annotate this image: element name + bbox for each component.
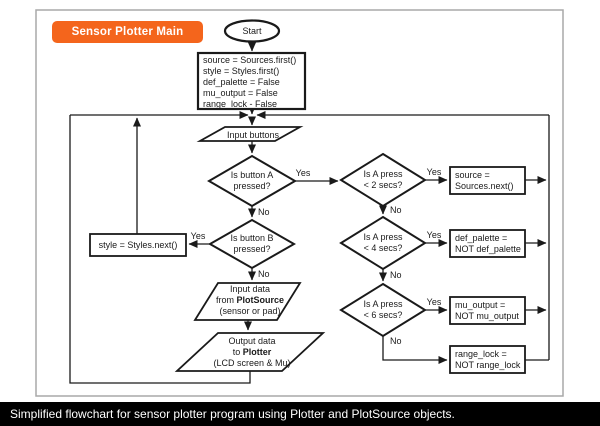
- box-source-next: [449, 166, 526, 195]
- init-line-5: range_lock - False: [203, 99, 277, 109]
- label-yes-press4: Yes: [427, 230, 442, 240]
- output-data-parallelogram: [174, 332, 326, 372]
- box-range-line-2: NOT range_lock: [455, 360, 521, 370]
- press4-line-1: Is A press: [363, 232, 403, 242]
- button-b-line-2: pressed?: [233, 244, 270, 254]
- connector-loopback: [69, 115, 251, 384]
- label-no-button-b: No: [258, 269, 270, 279]
- label-no-button-a: No: [258, 207, 270, 217]
- button-a-line-2: pressed?: [233, 181, 270, 191]
- input-data-line-2-bold: PlotSource: [237, 295, 285, 305]
- diagram-title-badge: Sensor Plotter Main: [52, 21, 203, 43]
- label-yes-button-b: Yes: [191, 231, 206, 241]
- label-no-press6: No: [390, 336, 402, 346]
- style-next-label: style = Styles.next(): [99, 240, 178, 250]
- caption-text: Simplified flowchart for sensor plotter …: [10, 407, 455, 421]
- box-mu-output: [449, 296, 526, 325]
- init-process-box: [196, 51, 307, 111]
- init-line-1: source = Sources.first(): [203, 55, 296, 65]
- press2-line-1: Is A press: [363, 169, 403, 179]
- box-mu-line-2: NOT mu_output: [455, 311, 519, 321]
- label-yes-press2: Yes: [427, 167, 442, 177]
- style-next-box: [89, 233, 187, 257]
- label-yes-press6: Yes: [427, 297, 442, 307]
- output-data-line-2-prefix: to: [233, 347, 243, 357]
- button-a-line-1: Is button A: [231, 170, 274, 180]
- input-data-line-3: (sensor or pad): [219, 306, 280, 316]
- decision-button-b-diamond: [207, 218, 297, 270]
- press2-line-2: < 2 secs?: [364, 180, 403, 190]
- box-range-lock: [449, 345, 526, 374]
- diagram-title-label: Sensor Plotter Main: [71, 26, 184, 38]
- box-range-line-1: range_lock =: [455, 349, 507, 359]
- decision-press6-diamond: [339, 282, 427, 338]
- start-terminator: [223, 19, 281, 43]
- input-buttons-label: Input buttons: [227, 130, 280, 140]
- init-line-4: mu_output = False: [203, 88, 278, 98]
- button-b-line-1: Is button B: [230, 233, 273, 243]
- input-data-parallelogram: [193, 282, 302, 321]
- label-yes-button-a: Yes: [296, 168, 311, 178]
- init-line-2: style = Styles.first(): [203, 66, 279, 76]
- output-data-line-1: Output data: [228, 336, 275, 346]
- init-line-3: def_palette = False: [203, 77, 280, 87]
- box-source-line-2: Sources.next(): [455, 181, 514, 191]
- label-no-press2: No: [390, 205, 402, 215]
- connector-press6-no-boxrange: [382, 336, 448, 364]
- output-data-line-3: (LCD screen & Mu): [213, 358, 290, 368]
- label-no-press4: No: [390, 270, 402, 280]
- start-label: Start: [242, 26, 262, 36]
- input-buttons-parallelogram: [196, 126, 304, 142]
- caption-bar: Simplified flowchart for sensor plotter …: [0, 402, 600, 426]
- box-palette-line-2: NOT def_palette: [455, 244, 521, 254]
- output-data-line-2: to Plotter: [233, 347, 272, 357]
- decision-button-a-diamond: [207, 154, 297, 208]
- decision-press4-diamond: [339, 215, 427, 271]
- box-def-palette: [449, 229, 526, 258]
- input-data-line-2: from PlotSource: [216, 295, 284, 305]
- box-mu-line-1: mu_output =: [455, 300, 505, 310]
- input-data-line-2-prefix: from: [216, 295, 237, 305]
- decision-press2-diamond: [339, 152, 427, 208]
- press6-line-1: Is A press: [363, 299, 403, 309]
- box-palette-line-1: def_palette =: [455, 233, 507, 243]
- press4-line-2: < 4 secs?: [364, 243, 403, 253]
- box-source-line-1: source =: [455, 170, 490, 180]
- input-data-line-1: Input data: [230, 284, 270, 294]
- output-data-line-2-bold: Plotter: [243, 347, 272, 357]
- press6-line-2: < 6 secs?: [364, 310, 403, 320]
